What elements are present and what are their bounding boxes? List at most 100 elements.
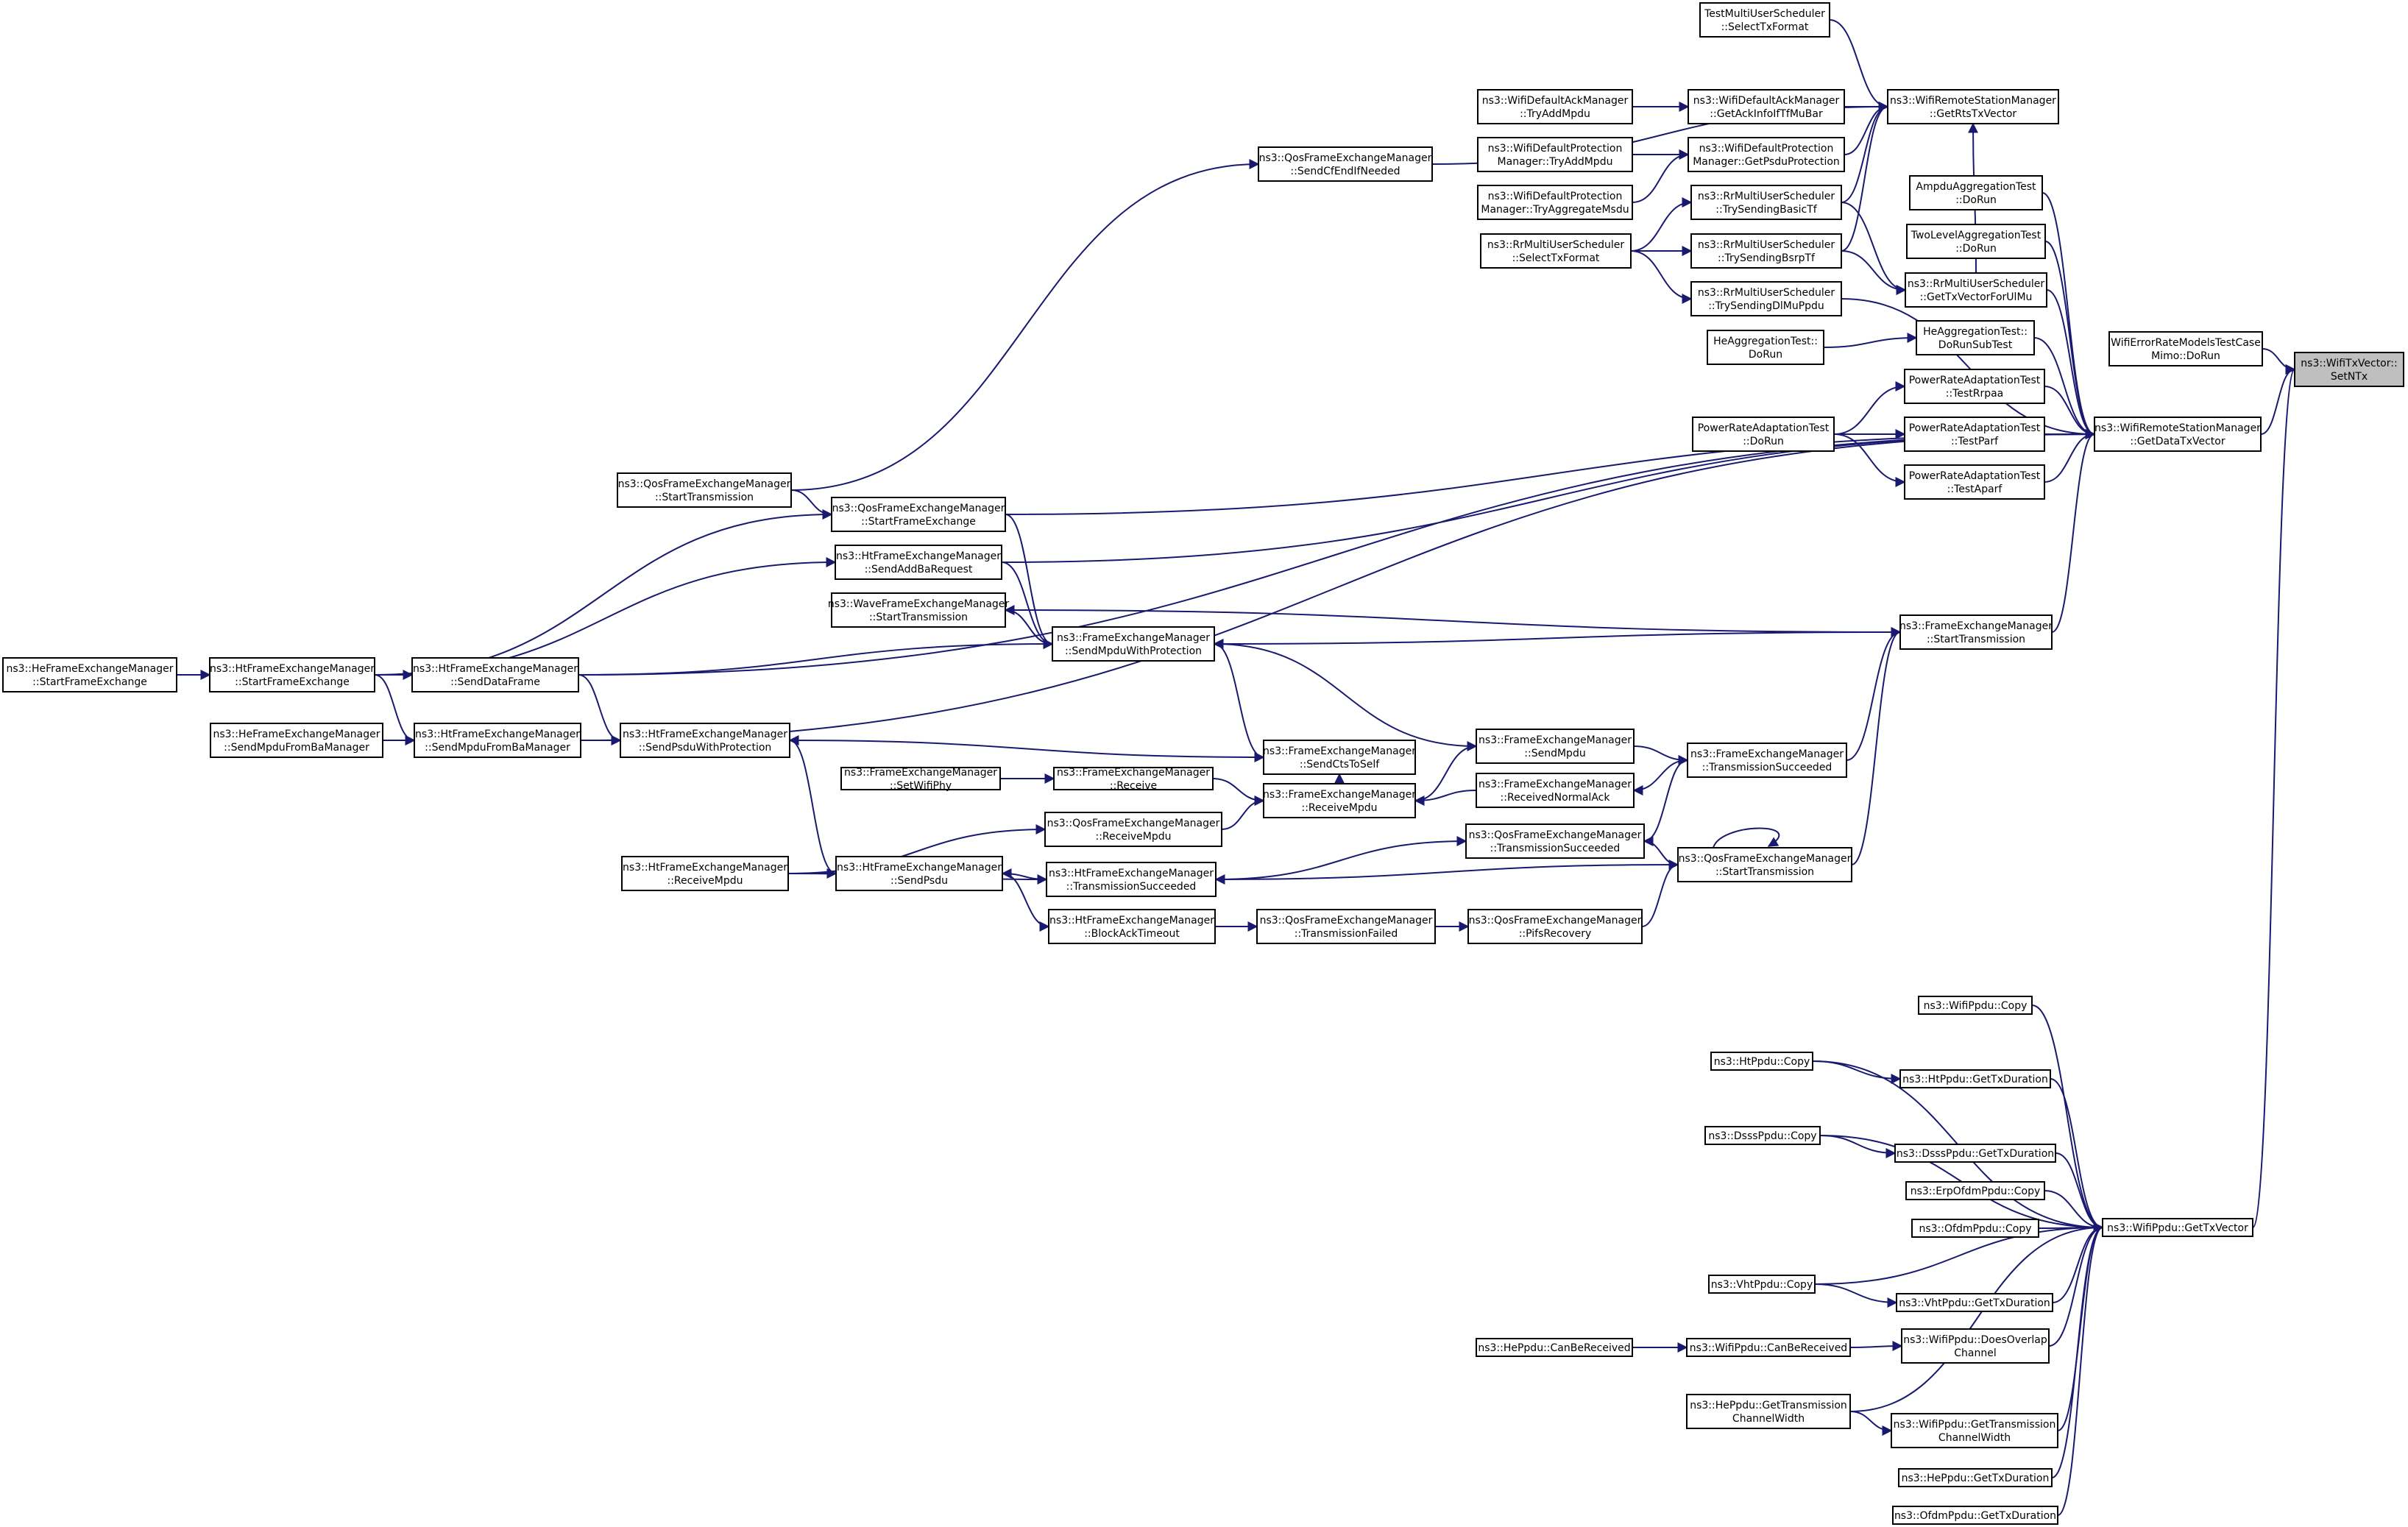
node-wave-st[interactable]: ns3::WaveFrameExchangeManager::StartTran… xyxy=(828,592,1010,628)
node-rr-sel[interactable]: ns3::RrMultiUserScheduler::SelectTxForma… xyxy=(1480,233,1632,269)
node-dsss-copy[interactable]: ns3::DsssPpdu::Copy xyxy=(1704,1126,1821,1145)
node-erp-copy[interactable]: ns3::ErpOfdmPpdu::Copy xyxy=(1905,1181,2045,1200)
node-pra-aparf[interactable]: PowerRateAdaptationTest::TestAparf xyxy=(1904,464,2045,500)
node-ht-rmpdu[interactable]: ns3::HtFrameExchangeManager::ReceiveMpdu xyxy=(621,856,789,891)
node-qos-st-l[interactable]: ns3::QosFrameExchangeManager::StartTrans… xyxy=(617,472,792,508)
node-label: ns3::WifiDefaultProtection xyxy=(1488,143,1623,155)
node-qos-pifs[interactable]: ns3::QosFrameExchangeManager::PifsRecove… xyxy=(1467,909,1643,944)
node-mus-ul[interactable]: ns3::RrMultiUserScheduler::GetTxVectorFo… xyxy=(1905,272,2047,308)
node-wppdu-cbr[interactable]: ns3::WifiPpdu::CanBeReceived xyxy=(1686,1338,1851,1357)
node-he-sfe[interactable]: ns3::HeFrameExchangeManager::StartFrameE… xyxy=(2,657,177,692)
node-label: ns3::QosFrameExchangeManager xyxy=(832,503,1005,514)
node-ofdm-dur[interactable]: ns3::OfdmPpdu::GetTxDuration xyxy=(1892,1506,2058,1525)
node-rts[interactable]: ns3::WifiRemoteStationManager::GetRtsTxV… xyxy=(1887,89,2059,124)
node-label: ns3::HtFrameExchangeManager xyxy=(1049,868,1214,879)
node-label: ns3::HtFrameExchangeManager xyxy=(836,550,1001,562)
node-heppdu-dur[interactable]: ns3::HePpdu::GetTxDuration xyxy=(1898,1468,2053,1487)
node-label: ::StartFrameExchange xyxy=(861,516,976,528)
node-fem-setphy[interactable]: ns3::FrameExchangeManager::SetWifiPhy xyxy=(840,767,1001,792)
node-qos-tf[interactable]: ns3::QosFrameExchangeManager::Transmissi… xyxy=(1256,909,1436,944)
node-dpm-psdu[interactable]: ns3::WifiDefaultProtectionManager::GetPs… xyxy=(1688,137,1845,172)
edge-dsss-copy-to-dsss-dur xyxy=(1819,1135,1897,1158)
node-rr-dl[interactable]: ns3::RrMultiUserScheduler::TrySendingDlM… xyxy=(1690,281,1842,316)
node-ht-addba[interactable]: ns3::HtFrameExchangeManager::SendAddBaRe… xyxy=(835,545,1002,580)
node-fem-smwp[interactable]: ns3::FrameExchangeManager::SendMpduWithP… xyxy=(1052,626,1215,662)
node-fem-ts[interactable]: ns3::FrameExchangeManager::TransmissionS… xyxy=(1687,743,1847,778)
node-label: ns3::HtFrameExchangeManager xyxy=(210,663,375,675)
node-fem-smpdu[interactable]: ns3::FrameExchangeManager::SendMpdu xyxy=(1476,729,1635,764)
node-htppdu-copy[interactable]: ns3::HtPpdu::Copy xyxy=(1710,1052,1813,1071)
node-ppdu-gtv[interactable]: ns3::WifiPpdu::GetTxVector xyxy=(2102,1218,2253,1237)
node-box xyxy=(1044,812,1222,847)
node-qos-cfend[interactable]: ns3::QosFrameExchangeManager::SendCfEndI… xyxy=(1258,146,1433,182)
node-box xyxy=(1690,281,1842,316)
node-box xyxy=(1898,1468,2053,1487)
edge-rr-bsrp-to-rts xyxy=(1841,102,1889,252)
edge-fem-st-to-gdtv xyxy=(2051,429,2096,633)
node-qos-sfe[interactable]: ns3::QosFrameExchangeManager::StartFrame… xyxy=(831,497,1006,532)
node-fem-rmpdu[interactable]: ns3::FrameExchangeManager::ReceiveMpdu xyxy=(1263,783,1416,818)
node-qos-ts[interactable]: ns3::QosFrameExchangeManager::Transmissi… xyxy=(1465,823,1645,859)
edge-ppdu-gtv-to-root xyxy=(2252,364,2296,1228)
node-label: ns3::OfdmPpdu::GetTxDuration xyxy=(1894,1510,2056,1522)
node-box xyxy=(1887,89,2059,124)
node-dsss-dur[interactable]: ns3::DsssPpdu::GetTxDuration xyxy=(1894,1144,2056,1163)
node-label: ns3::HePpdu::GetTxDuration xyxy=(1902,1473,2050,1484)
node-ht-spsdu[interactable]: ns3::HtFrameExchangeManager::SendPsdu xyxy=(835,856,1003,891)
edge-qos-st-r-to-fem-st xyxy=(1851,627,1902,865)
node-label: ::StartFrameExchange xyxy=(32,676,147,688)
node-label: ChannelWidth xyxy=(1732,1413,1805,1425)
node-label: ::SendCtsToSelf xyxy=(1300,759,1380,770)
node-wppdu-copy[interactable]: ns3::WifiPpdu::Copy xyxy=(1918,996,2033,1015)
node-vht-copy[interactable]: ns3::VhtPpdu::Copy xyxy=(1708,1275,1816,1294)
edge-qos-st-r-to-qos-ts xyxy=(1643,836,1679,865)
node-label: PowerRateAdaptationTest xyxy=(1909,470,2041,482)
node-box xyxy=(1710,1052,1813,1071)
node-dam-try[interactable]: ns3::WifiDefaultAckManager::TryAddMpdu xyxy=(1477,89,1633,124)
node-fem-rna[interactable]: ns3::FrameExchangeManager::ReceivedNorma… xyxy=(1476,773,1635,808)
node-wppdu-gtcw[interactable]: ns3::WifiPpdu::GetTransmissionChannelWid… xyxy=(1891,1413,2058,1448)
node-label: ns3::VhtPpdu::GetTxDuration xyxy=(1899,1297,2050,1309)
node-qos-st-r[interactable]: ns3::QosFrameExchangeManager::StartTrans… xyxy=(1677,847,1852,882)
node-dam-ack[interactable]: ns3::WifiDefaultAckManager::GetAckInfoIf… xyxy=(1688,89,1845,124)
node-ht-ts[interactable]: ns3::HtFrameExchangeManager::Transmissio… xyxy=(1046,862,1217,897)
node-rr-tf[interactable]: ns3::RrMultiUserScheduler::TrySendingBas… xyxy=(1690,185,1842,220)
node-ampdu[interactable]: AmpduAggregationTest::DoRun xyxy=(1909,175,2043,210)
node-pra-dorun[interactable]: PowerRateAdaptationTest::DoRun xyxy=(1692,417,1835,452)
node-fem-st[interactable]: ns3::FrameExchangeManager::StartTransmis… xyxy=(1899,614,2053,650)
node-htppdu-dur[interactable]: ns3::HtPpdu::GetTxDuration xyxy=(1899,1069,2051,1088)
node-heagg[interactable]: HeAggregationTest::DoRun xyxy=(1707,330,1824,365)
node-box xyxy=(1677,847,1852,882)
node-fem-recv[interactable]: ns3::FrameExchangeManager::Receive xyxy=(1053,767,1214,792)
node-dpm-tam[interactable]: ns3::WifiDefaultProtectionManager::TryAd… xyxy=(1477,137,1633,172)
node-rr-bsrp[interactable]: ns3::RrMultiUserScheduler::TrySendingBsr… xyxy=(1690,233,1842,269)
node-twolevel[interactable]: TwoLevelAggregationTest::DoRun xyxy=(1906,224,2046,259)
node-label: ns3::QosFrameExchangeManager xyxy=(1260,915,1433,927)
node-he-smba[interactable]: ns3::HeFrameExchangeManager::SendMpduFro… xyxy=(210,723,383,758)
node-fem-scts[interactable]: ns3::FrameExchangeManager::SendCtsToSelf xyxy=(1263,740,1416,775)
node-root[interactable]: ns3::WifiTxVector::SetNTx xyxy=(2294,352,2404,387)
node-tmus[interactable]: TestMultiUserScheduler::SelectTxFormat xyxy=(1699,2,1830,38)
node-dpm-tams[interactable]: ns3::WifiDefaultProtectionManager::TryAg… xyxy=(1477,185,1633,220)
node-box xyxy=(1692,417,1835,452)
node-pra-rrpaa[interactable]: PowerRateAdaptationTest::TestRrpaa xyxy=(1904,369,2045,404)
node-heagg-sub[interactable]: HeAggregationTest::DoRunSubTest xyxy=(1916,320,2035,355)
node-pra-parf[interactable]: PowerRateAdaptationTest::TestParf xyxy=(1904,417,2045,452)
node-ofdm-copy[interactable]: ns3::OfdmPpdu::Copy xyxy=(1911,1219,2039,1238)
node-ht-spwp[interactable]: ns3::HtFrameExchangeManager::SendPsduWit… xyxy=(620,723,790,758)
node-ht-sfe[interactable]: ns3::HtFrameExchangeManager::StartFrameE… xyxy=(209,657,375,692)
node-label: Channel xyxy=(1954,1347,1996,1359)
node-gdtv[interactable]: ns3::WifiRemoteStationManager::GetDataTx… xyxy=(2094,417,2262,452)
node-label: ns3::QosFrameExchangeManager xyxy=(1469,829,1642,841)
node-ht-bat[interactable]: ns3::HtFrameExchangeManager::BlockAckTim… xyxy=(1048,909,1216,944)
edge-rr-sel-to-rr-tf xyxy=(1630,197,1693,252)
node-ht-sdf[interactable]: ns3::HtFrameExchangeManager::SendDataFra… xyxy=(411,657,579,692)
node-heppdu-cbr[interactable]: ns3::HePpdu::CanBeReceived xyxy=(1476,1338,1633,1357)
node-ht-smba[interactable]: ns3::HtFrameExchangeManager::SendMpduFro… xyxy=(414,723,581,758)
node-vht-dur[interactable]: ns3::VhtPpdu::GetTxDuration xyxy=(1896,1293,2053,1312)
node-qos-rmpdu[interactable]: ns3::QosFrameExchangeManager::ReceiveMpd… xyxy=(1044,812,1222,847)
node-box xyxy=(835,545,1002,580)
